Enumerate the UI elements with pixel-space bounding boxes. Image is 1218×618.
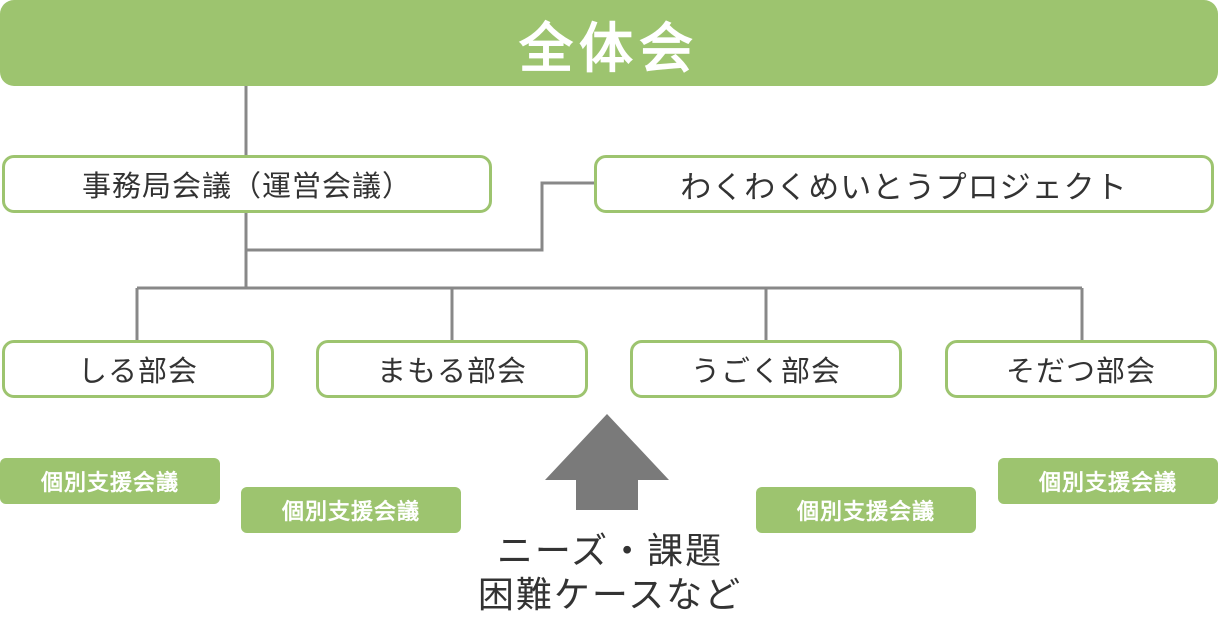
needs-caption: ニーズ・課題 困難ケースなど xyxy=(440,530,780,618)
plenary-meeting-label: 全体会 xyxy=(519,16,699,80)
support-meeting-label: 個別支援会議 xyxy=(1038,471,1177,496)
plenary-meeting-box: 全体会 xyxy=(0,0,1218,86)
project-label: わくわくめいとうプロジェクト xyxy=(680,169,1128,206)
project-box: わくわくめいとうプロジェクト xyxy=(594,155,1214,213)
secretariat-meeting-box: 事務局会議（運営会議） xyxy=(2,155,492,213)
support-meeting-label: 個別支援会議 xyxy=(796,500,935,525)
support-meeting-box-4: 個別支援会議 xyxy=(998,458,1218,504)
subcommittee-box-4: そだつ部会 xyxy=(945,340,1217,398)
subcommittee-label: うごく部会 xyxy=(690,354,841,388)
needs-line-1: ニーズ・課題 xyxy=(496,531,724,572)
subcommittee-label: そだつ部会 xyxy=(1005,354,1156,388)
support-meeting-label: 個別支援会議 xyxy=(40,471,179,496)
secretariat-meeting-label: 事務局会議（運営会議） xyxy=(81,169,412,203)
subcommittee-label: しる部会 xyxy=(77,354,198,388)
subcommittee-box-3: うごく部会 xyxy=(630,340,902,398)
needs-line-2: 困難ケースなど xyxy=(477,575,743,616)
support-meeting-box-2: 個別支援会議 xyxy=(241,487,461,533)
subcommittee-label: まもる部会 xyxy=(376,354,527,388)
support-meeting-box-3: 個別支援会議 xyxy=(756,487,976,533)
support-meeting-box-1: 個別支援会議 xyxy=(0,458,220,504)
connector-project xyxy=(246,181,595,252)
subcommittee-box-2: まもる部会 xyxy=(316,340,588,398)
up-arrow-icon xyxy=(545,414,669,510)
subcommittee-box-1: しる部会 xyxy=(2,340,274,398)
support-meeting-label: 個別支援会議 xyxy=(281,500,420,525)
